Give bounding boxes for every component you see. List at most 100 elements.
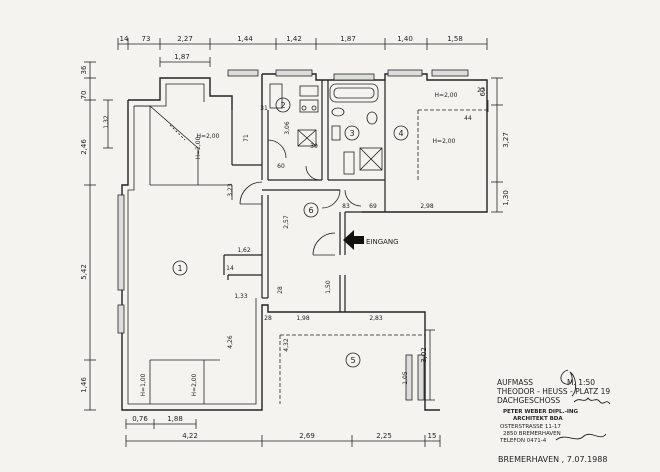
room-marker-2: 2 [275, 97, 291, 113]
title-survey: AUFMASS [497, 378, 533, 387]
room-number: 6 [308, 206, 313, 215]
dimension-label: 5,42 [80, 264, 88, 280]
dimension-label: 1,62 [237, 247, 251, 254]
dimension-label: 70 [80, 91, 88, 100]
room-number: 4 [398, 129, 403, 138]
dimension-label: 4,32 [283, 338, 290, 352]
dimension-label: 71 [243, 134, 250, 142]
dimension-label: 1,88 [167, 415, 183, 423]
roof-slope-lines [134, 105, 487, 404]
room-marker-circle [303, 202, 319, 218]
dimension-label: 1,40 [397, 35, 413, 43]
dimension-label: 3,02 [420, 347, 428, 363]
dimension-label: 1,98 [296, 315, 310, 322]
dimension-label: 3,27 [502, 132, 510, 148]
dimension-label: 60 [277, 163, 285, 170]
title-scale: M. 1:50 [567, 378, 595, 387]
dimension-label: 60 [479, 88, 487, 97]
dimension-label: 2,69 [299, 432, 315, 440]
title-address: THEODOR - HEUSS - PLATZ 19 [496, 387, 610, 396]
room-marker-6: 6 [303, 202, 319, 218]
dimension-label: 2,25 [376, 432, 392, 440]
dimension-label: 30 [310, 143, 318, 150]
entrance-arrow [343, 230, 364, 250]
right-dimension-lines [425, 77, 503, 401]
architect-title: ARCHITEKT BDA [513, 416, 563, 422]
room-marker-5: 5 [345, 352, 361, 368]
room-number: 3 [349, 129, 354, 138]
dimension-label: 4,22 [182, 432, 198, 440]
dimension-label: 1,87 [174, 53, 190, 61]
right-dimension-labels: 60 3,27 1,30 3,02 [420, 88, 510, 363]
dimension-label: 2,57 [283, 215, 290, 229]
dimension-label: H=2,00 [433, 138, 456, 145]
title-floor: DACHGESCHOSS [497, 396, 560, 405]
dimension-label: 1,05 [402, 371, 409, 385]
dimension-label: 2,46 [80, 139, 88, 155]
architect-street: OSTERSTRASSE 11-17 [500, 424, 561, 430]
room-marker-1: 1 [172, 260, 188, 276]
dimension-label: 2,98 [420, 203, 434, 210]
entrance-label: EINGANG [366, 238, 399, 246]
dimension-label: 73 [142, 35, 151, 43]
room-marker-circle [393, 125, 409, 141]
top-dimension-lines [117, 38, 488, 67]
room-markers: 1 2 3 4 5 6 [172, 97, 409, 368]
dimension-label: 4,26 [227, 335, 234, 349]
sanitary-fixtures [269, 83, 383, 175]
interior-walls [223, 80, 386, 312]
dimension-label: 1,33 [234, 293, 248, 300]
dimension-label: 44 [464, 115, 472, 122]
room-marker-circle [345, 352, 361, 368]
dimension-label: 0,76 [132, 415, 148, 423]
title-block: AUFMASS M. 1:50 THEODOR - HEUSS - PLATZ … [496, 369, 611, 444]
dimension-label: 1,42 [286, 35, 302, 43]
top-sub-dimension-labels: 1,87 [174, 53, 190, 61]
top-dimension-labels: 14 73 2,27 1,44 1,42 1,87 1,40 1,58 [120, 35, 463, 43]
dimension-label: 1,44 [237, 35, 253, 43]
dimension-label: H=1,00 [140, 373, 147, 396]
dimension-label: 83 [342, 203, 350, 210]
dimension-label: 14 [120, 35, 129, 43]
dimension-label: 1,87 [340, 35, 356, 43]
dimension-label: 27 [477, 87, 485, 94]
room-number: 1 [177, 264, 182, 273]
dimension-label: 14 [226, 265, 234, 272]
dimension-label: H=2,00 [435, 92, 458, 99]
dimension-label: 28 [264, 315, 272, 322]
dimension-label: 2,27 [177, 35, 193, 43]
room-number: 5 [350, 356, 355, 365]
room-marker-circle [172, 260, 188, 276]
room-marker-4: 4 [393, 125, 409, 141]
room-marker-3: 3 [344, 125, 360, 141]
dimension-label: 3,06 [284, 121, 291, 135]
room-marker-circle [344, 125, 360, 141]
dimension-label: 1,50 [325, 280, 332, 294]
footer-place-date: BREMERHAVEN , 7.07.1988 [498, 455, 607, 464]
dimension-label: H=2,00 [197, 133, 220, 140]
windows [117, 69, 469, 401]
dimension-label: H=2,00 [191, 373, 198, 396]
dimension-label: 3,23 [227, 183, 234, 197]
dimension-label: 2,83 [369, 315, 383, 322]
dimension-label: 1,32 [103, 115, 110, 129]
dimension-label: 1,58 [447, 35, 463, 43]
room-number: 2 [280, 101, 285, 110]
architect-city: 2850 BREMERHAVEN [503, 431, 561, 437]
left-dimension-lines [84, 61, 113, 411]
architect-phone: TELEFON 0471-4 [499, 438, 547, 444]
room-marker-circle [275, 97, 291, 113]
dimension-label: 31 [260, 105, 268, 112]
dimension-label: 1,30 [502, 190, 510, 206]
dimension-label: 36 [80, 65, 88, 74]
dimension-label: H=2,00 [195, 136, 202, 159]
signature-graphic [555, 369, 611, 441]
architect-name: PETER WEBER DIPL.-ING [503, 409, 579, 415]
doors [239, 139, 362, 256]
dimension-label: 28 [277, 286, 284, 294]
